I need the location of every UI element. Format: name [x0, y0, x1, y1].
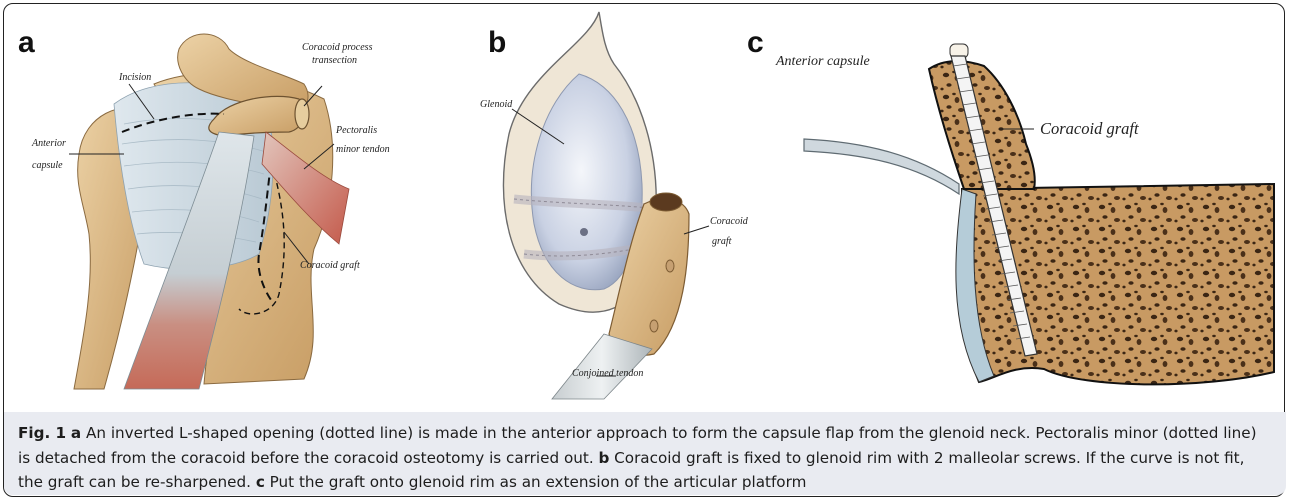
label-coracoid-graft-a: Coracoid graft [300, 260, 360, 273]
figure-caption: Fig. 1 a An inverted L-shaped opening (d… [18, 421, 1273, 495]
anterior-capsule-strip [804, 139, 959, 194]
panel-b-illustration [503, 12, 709, 399]
label-coracoid-graft-c: Coracoid graft [1040, 119, 1139, 140]
panel-a-illustration [69, 34, 349, 389]
panel-c-illustration [804, 44, 1274, 384]
panel-letter-a: a [18, 28, 35, 58]
label-capsule: capsule [32, 160, 63, 173]
caption-fig-label: Fig. 1 [18, 424, 66, 442]
label-anterior: Anterior [32, 138, 66, 151]
label-glenoid: Glenoid [480, 99, 512, 112]
figure-illustrations: a b c Coracoid process transection Incis… [4, 4, 1286, 409]
label-graft: graft [712, 236, 731, 249]
label-coracoid: Coracoid [710, 216, 748, 229]
caption-letter-c: c [256, 473, 265, 491]
label-minor-tendon: minor tendon [336, 144, 390, 157]
panel-letter-c: c [747, 28, 764, 58]
caption-letter-b: b [598, 449, 609, 467]
label-anterior-capsule: Anterior capsule [776, 53, 870, 71]
figure-frame: a b c Coracoid process transection Incis… [3, 3, 1285, 497]
label-conjoined-tendon: Conjoined tendon [572, 368, 643, 381]
label-transection: transection [312, 55, 357, 68]
label-incision: Incision [119, 72, 151, 85]
caption-text-c: Put the graft onto glenoid rim as an ext… [265, 473, 807, 491]
label-pectoralis: Pectoralis [336, 125, 377, 138]
label-coracoid-process: Coracoid process [302, 42, 372, 55]
panel-letter-b: b [488, 28, 506, 58]
illustration-canvas [4, 4, 1286, 409]
caption-letter-a: a [71, 424, 81, 442]
